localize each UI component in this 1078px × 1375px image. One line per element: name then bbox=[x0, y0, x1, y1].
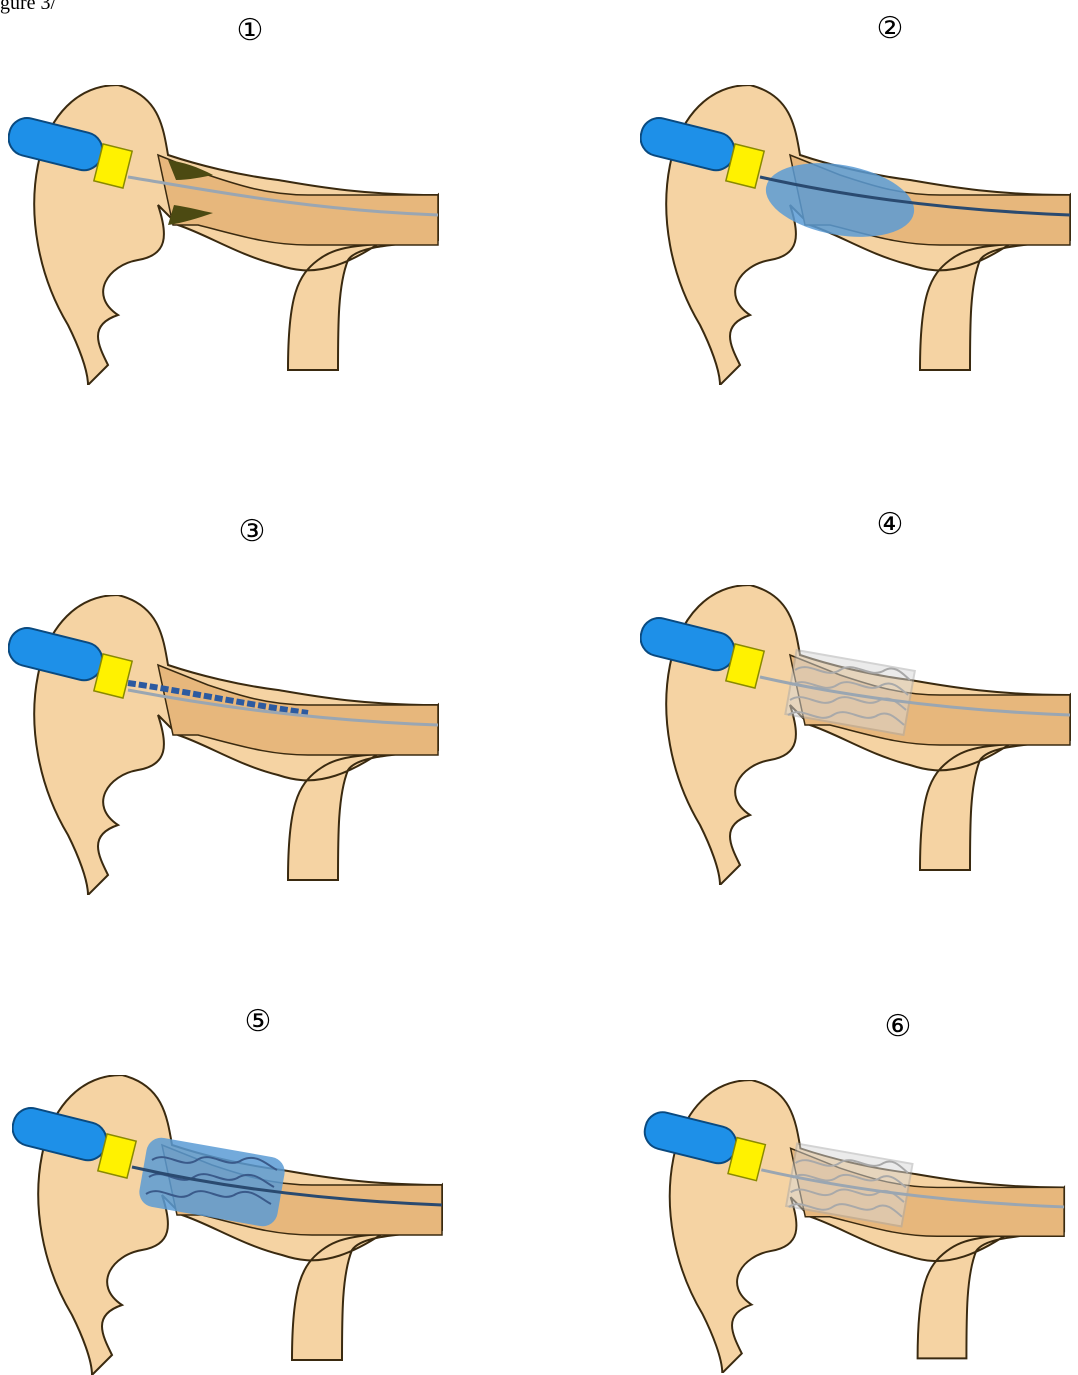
panel-3-stent-delivery bbox=[8, 595, 448, 895]
panel-4-stent-expanded bbox=[640, 585, 1078, 885]
anatomy-illustration bbox=[34, 85, 438, 385]
panel-5-post-dilation bbox=[12, 1075, 452, 1375]
panel-2-balloon-dilation bbox=[640, 85, 1078, 385]
step-label-1: ① bbox=[210, 16, 290, 46]
panel-1-stenosis bbox=[8, 85, 448, 385]
panel-6-final bbox=[640, 1080, 1078, 1373]
anatomy-illustration bbox=[34, 595, 438, 895]
step-label-6: ⑥ bbox=[858, 1012, 938, 1042]
anatomy-illustration bbox=[670, 1080, 1064, 1373]
step-label-5: ⑤ bbox=[218, 1007, 298, 1037]
step-label-4: ④ bbox=[850, 510, 930, 540]
figure-label: gure 3/ bbox=[0, 0, 56, 15]
step-label-3: ③ bbox=[212, 517, 292, 547]
anatomy-illustration bbox=[38, 1075, 442, 1375]
step-label-2: ② bbox=[850, 14, 930, 44]
anatomy-illustration bbox=[666, 585, 1070, 885]
